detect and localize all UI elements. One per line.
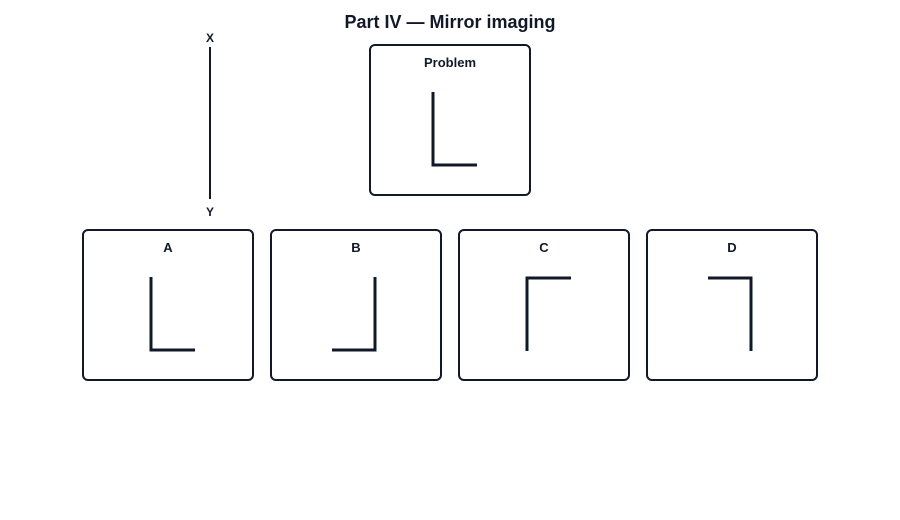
mirror-line (209, 47, 211, 199)
problem-label: Problem (423, 55, 476, 70)
option-d-shape (708, 276, 753, 351)
option-b-figure (332, 277, 377, 352)
option-a-box[interactable]: A (82, 229, 254, 381)
option-d-box[interactable]: D (646, 229, 818, 381)
option-d-label: D (727, 240, 737, 255)
problem-figure-box: Problem (369, 44, 531, 196)
problem-l-shape (431, 92, 477, 167)
option-c-figure (525, 276, 571, 351)
option-b-label: B (351, 240, 361, 255)
option-b-shape (332, 277, 377, 352)
page-title: Part IV — Mirror imaging (344, 12, 556, 32)
option-c-shape (525, 276, 571, 351)
option-c-box[interactable]: C (458, 229, 630, 381)
problem-figure (431, 92, 477, 167)
mirror-bottom-label: Y (205, 205, 214, 219)
option-b-box[interactable]: B (270, 229, 442, 381)
mirror-top-label: X (205, 31, 214, 45)
option-a-figure (149, 277, 195, 352)
option-c-label: C (539, 240, 549, 255)
option-d-figure (708, 276, 753, 351)
option-a-label: A (163, 240, 173, 255)
option-a-shape (149, 277, 195, 352)
